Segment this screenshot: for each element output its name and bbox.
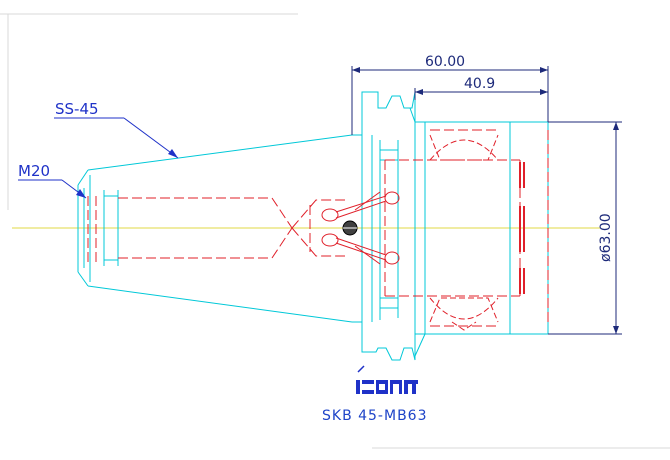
dimension-lines	[351, 66, 622, 335]
leader-arrowheads	[76, 149, 178, 198]
draw-bolt-springs	[321, 191, 400, 265]
label-leaders	[18, 117, 179, 199]
iscar-logo	[356, 365, 418, 394]
clamp-pads	[429, 134, 499, 331]
thread-label: M20	[18, 162, 50, 180]
overall-length-dimension: 60.00	[425, 54, 465, 70]
part-number-caption: SKB 45-MB63	[322, 408, 428, 424]
center-bolt	[342, 220, 358, 236]
dimension-arrows	[352, 67, 619, 334]
shank-label: SS-45	[55, 100, 99, 118]
frame-lines	[0, 13, 670, 449]
edge-highlights	[519, 162, 525, 294]
holder-body-outline	[77, 91, 549, 361]
diameter-dimension: ø63.00	[598, 213, 614, 262]
clamp-length-dimension: 40.9	[464, 76, 495, 92]
